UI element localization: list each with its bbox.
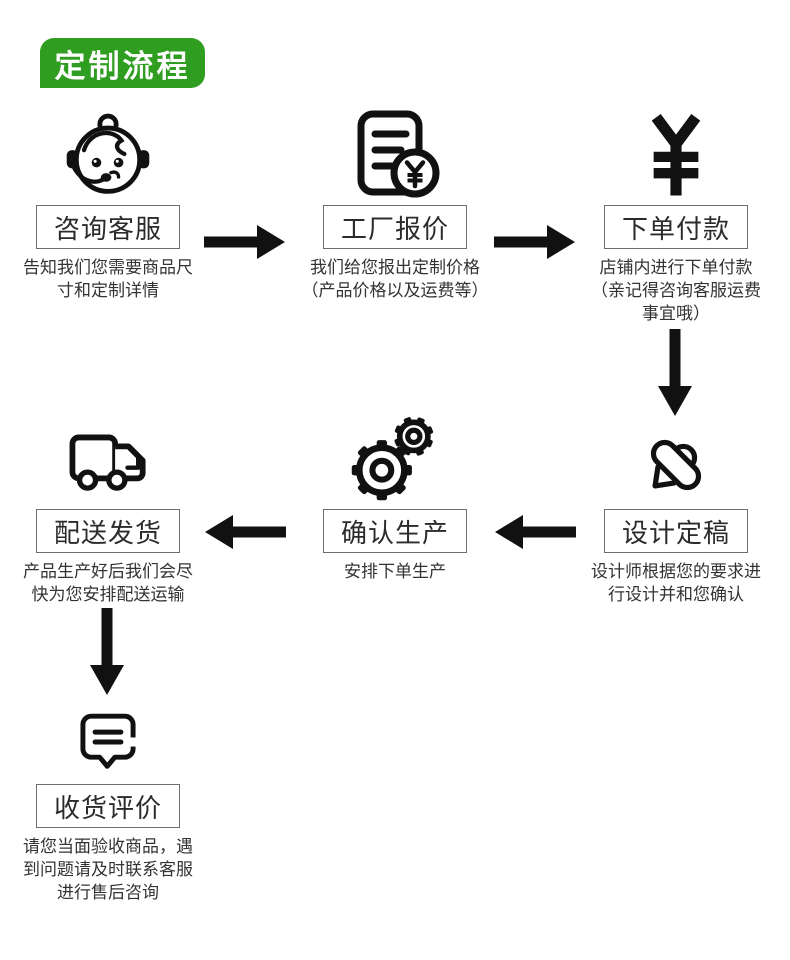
arrow-left-icon [494,514,576,550]
step-label: 咨询客服 [36,205,180,249]
step-desc: 安排下单生产 [344,562,446,581]
step-label: 确认生产 [323,509,467,553]
step-factory-quote: 工厂报价 我们给您报出定制价格 （产品价格以及运费等） [287,105,503,302]
step-consult-service: 咨询客服 告知我们您需要商品尺 寸和定制详情 [0,105,216,302]
step-confirm-production: 确认生产 安排下单生产 [287,415,503,583]
step-order-payment: 下单付款 店铺内进行下单付款 （亲记得咨询客服运费 事宜哦） [568,105,784,325]
step-receive-review: 收货评价 请您当面验收商品，遇 到问题请及时联系客服 进行售后咨询 [0,700,216,904]
step-desc: 我们给您报出定制价格 （产品价格以及运费等） [301,258,489,300]
step-label: 工厂报价 [323,205,467,249]
step-design-final: 设计定稿 设计师根据您的要求进 行设计并和您确认 [568,415,784,606]
step-desc: 店铺内进行下单付款 （亲记得咨询客服运费 事宜哦） [591,258,761,323]
design-draft-icon [636,415,716,505]
step-desc: 告知我们您需要商品尺 寸和定制详情 [23,258,193,300]
step-label: 设计定稿 [604,509,748,553]
step-label: 收货评价 [36,784,180,828]
page-title: 定制流程 [40,38,205,88]
step-desc: 设计师根据您的要求进 行设计并和您确认 [591,562,761,604]
arrow-right-icon [494,224,576,260]
arrow-left-icon [204,514,286,550]
arrow-right-icon [204,224,286,260]
customer-service-icon [60,105,156,201]
quote-document-icon [345,105,445,201]
chat-bubble-icon [70,700,146,780]
yuan-icon [633,105,719,201]
step-label: 下单付款 [604,205,748,249]
step-desc: 产品生产好后我们会尽 快为您安排配送运输 [23,562,193,604]
step-label: 配送发货 [36,509,180,553]
arrow-down-icon [657,329,693,417]
gears-icon [348,415,442,505]
truck-icon [63,415,153,505]
arrow-down-icon [89,608,125,696]
step-desc: 请您当面验收商品，遇 到问题请及时联系客服 进行售后咨询 [23,837,193,902]
step-delivery-shipping: 配送发货 产品生产好后我们会尽 快为您安排配送运输 [0,415,216,606]
